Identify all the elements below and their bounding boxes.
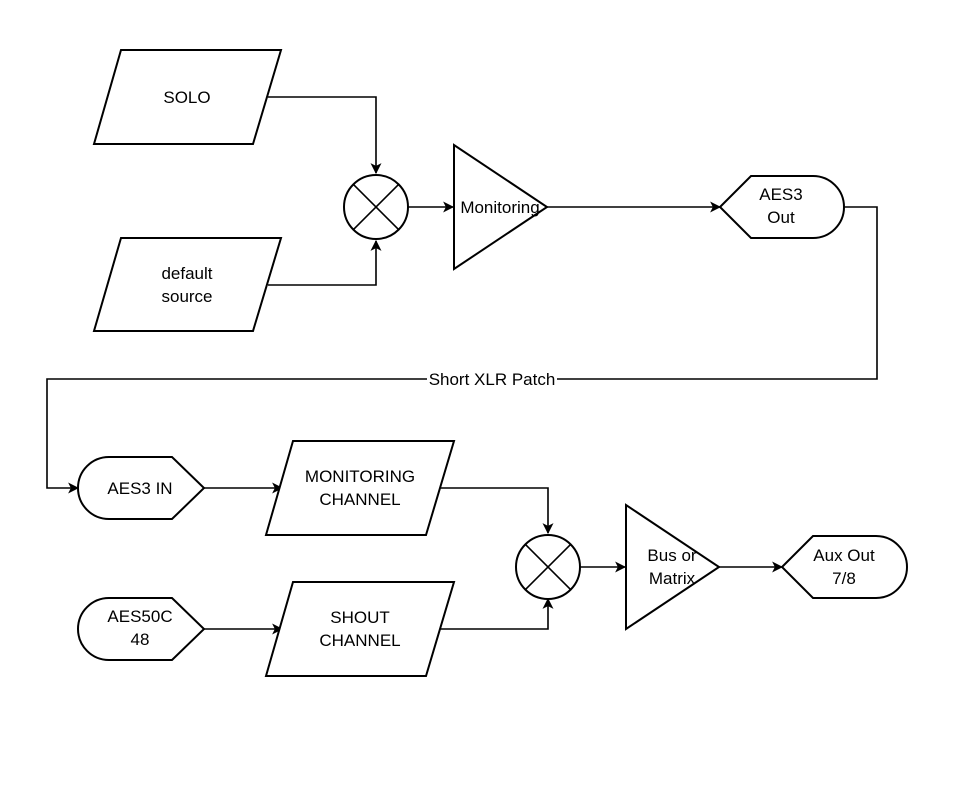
- monitoring-triangle: [453, 143, 549, 271]
- node-default-source[interactable]: default source: [92, 237, 283, 332]
- node-solo[interactable]: SOLO: [92, 49, 283, 145]
- bus-or-matrix-label-line2: Matrix: [649, 569, 696, 588]
- edge-solo-to-sum: [268, 96, 382, 175]
- node-aes3-in[interactable]: AES3 IN: [77, 456, 206, 520]
- edge-label-background: [427, 369, 557, 389]
- short-xlr-patch-label: Short XLR Patch: [429, 370, 556, 389]
- shout-channel-label-line2: CHANNEL: [319, 631, 400, 650]
- node-monitoring-channel[interactable]: MONITORING CHANNEL: [264, 440, 456, 536]
- aes3-out-display-shape: [718, 175, 845, 239]
- aux-out-label-line2: 7/8: [832, 569, 856, 588]
- monitoring-channel-parallelogram: [264, 440, 456, 536]
- node-aes3-out[interactable]: AES3 Out: [718, 175, 845, 239]
- edge-shout-channel-to-sum: [438, 597, 554, 630]
- solo-parallelogram: [92, 49, 283, 145]
- summing-junction-cross-b: [524, 543, 572, 591]
- summing-junction-icon: [343, 174, 409, 240]
- summing-junction-icon: [515, 534, 581, 600]
- default-source-label-line2: source: [161, 287, 212, 306]
- node-aes50c-48[interactable]: AES50C 48: [77, 597, 206, 661]
- default-source-parallelogram: [92, 237, 283, 332]
- solo-label: SOLO: [163, 88, 210, 107]
- aes3-in-shape: [77, 456, 206, 520]
- monitoring-label: Monitoring: [460, 198, 539, 217]
- aes50c-48-shape: [77, 597, 206, 661]
- node-monitoring[interactable]: Monitoring: [453, 143, 549, 271]
- aes3-out-label-line1: AES3: [759, 185, 802, 204]
- monitoring-channel-label-line2: CHANNEL: [319, 490, 400, 509]
- aes50c-48-label-line1: AES50C: [107, 607, 172, 626]
- node-shout-channel[interactable]: SHOUT CHANNEL: [264, 581, 456, 677]
- aes3-in-label: AES3 IN: [107, 479, 172, 498]
- default-source-label-line1: default: [161, 264, 212, 283]
- node-bus-or-matrix[interactable]: Bus or Matrix: [625, 503, 721, 631]
- shout-channel-parallelogram: [264, 581, 456, 677]
- edge-label-short-xlr-patch: Short XLR Patch: [427, 369, 557, 389]
- shout-channel-label-line1: SHOUT: [330, 608, 390, 627]
- summing-junction-cross-b: [352, 183, 400, 231]
- edge-monitoring-channel-to-sum: [438, 487, 554, 535]
- aux-out-display-shape: [780, 535, 908, 599]
- aes50c-48-label-line2: 48: [131, 630, 150, 649]
- edge-default-source-to-sum: [268, 239, 382, 286]
- bus-or-matrix-triangle: [625, 503, 721, 631]
- aes3-out-label-line2: Out: [767, 208, 795, 227]
- bus-or-matrix-label-line1: Bus or: [647, 546, 696, 565]
- node-aux-out[interactable]: Aux Out 7/8: [780, 535, 908, 599]
- aux-out-label-line1: Aux Out: [813, 546, 875, 565]
- monitoring-channel-label-line1: MONITORING: [305, 467, 415, 486]
